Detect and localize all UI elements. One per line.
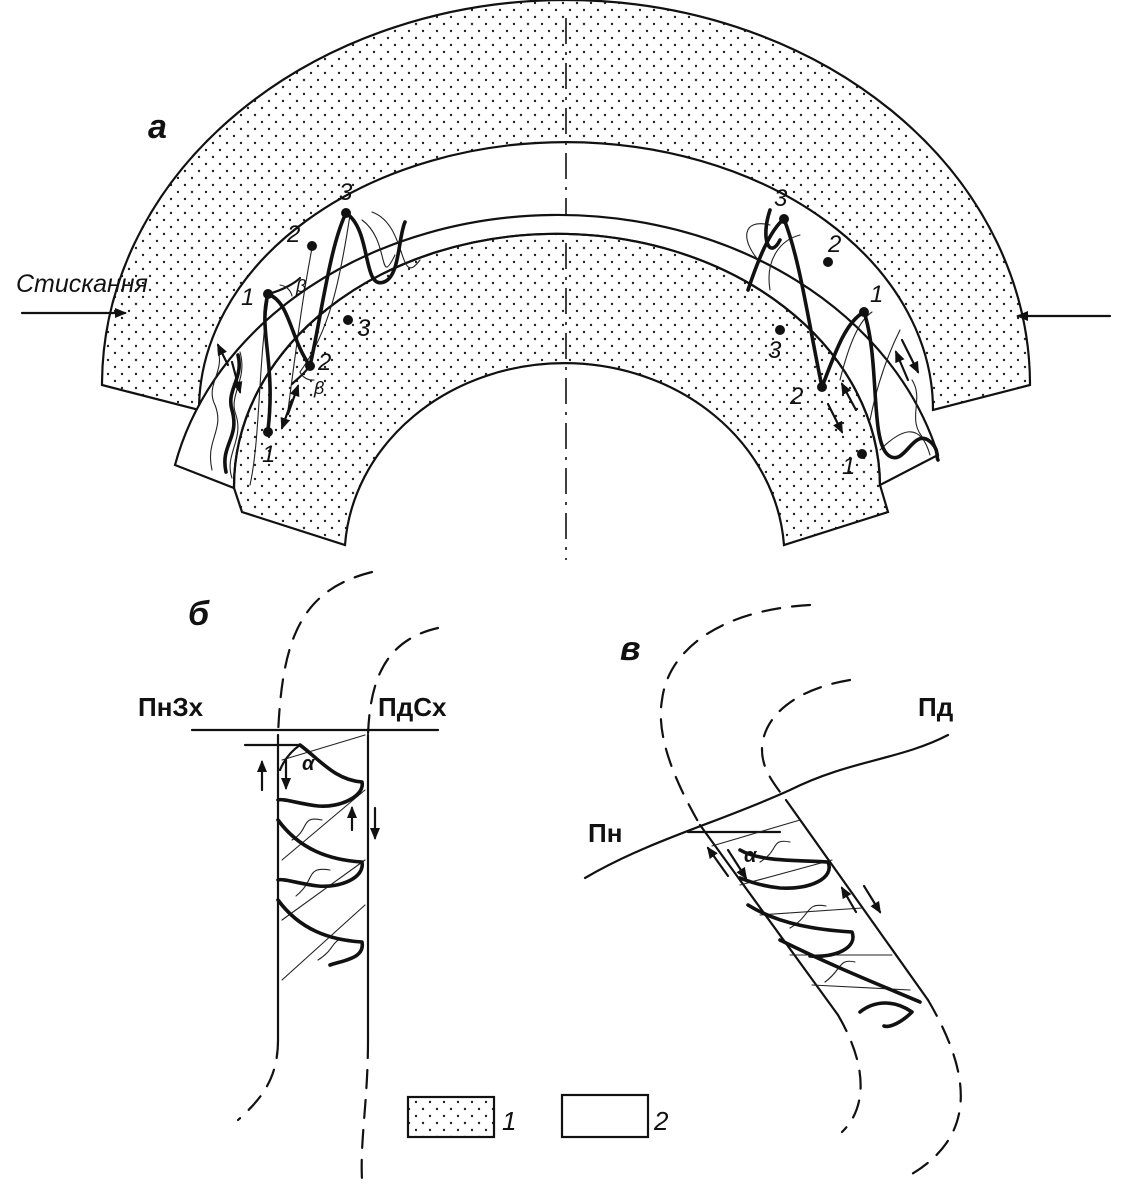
panel-v-fold-zone	[711, 819, 922, 1029]
panel-v-label: в	[620, 630, 641, 668]
panel-v-angle: α	[744, 845, 758, 867]
point-markers	[263, 208, 869, 459]
left-angle-lower: β	[313, 378, 324, 398]
panel-v-upper-dashed-outer	[659, 603, 812, 827]
panel-v-left-side: Пн	[588, 818, 622, 848]
left-lower-point-3: 3	[357, 315, 371, 342]
panel-v: в Пн Пд α	[583, 603, 962, 1180]
panel-b-right-side: ПдСх	[378, 692, 447, 722]
left-upper-point-2: 2	[286, 221, 300, 248]
angle-arc-lower	[299, 371, 315, 381]
panel-b-left-side: ПнЗх	[138, 692, 204, 722]
legend-number-1: 1	[502, 1106, 516, 1136]
inner-dotted-layer	[232, 232, 890, 547]
panel-v-boundary-line	[583, 733, 950, 880]
right-fold-zone	[746, 208, 940, 462]
right-upper-point-2: 2	[827, 231, 841, 258]
panel-a-label: а	[148, 108, 167, 146]
right-lower-point-1: 1	[842, 453, 855, 480]
legend: 1 2	[406, 1093, 669, 1139]
left-angle-upper: β	[295, 276, 306, 296]
panel-v-right-side: Пд	[918, 692, 954, 722]
right-lower-point-3: 3	[768, 337, 782, 364]
panel-b-fold-zone	[276, 734, 366, 981]
left-lower-point-1: 1	[262, 441, 275, 468]
legend-number-2: 2	[653, 1106, 669, 1136]
compression-label: Стискання	[16, 270, 148, 298]
panel-a: а Стискання 1 2 3 1 2 3 β β 1 2 3 1 2 3	[16, 0, 1112, 560]
panel-b-label: б	[188, 595, 210, 633]
slip-arrows	[216, 338, 920, 434]
legend-swatch-dotted	[406, 1095, 496, 1139]
panel-v-right-wall	[784, 798, 930, 1002]
panel-b-upper-dashed-right	[366, 626, 440, 737]
left-lower-point-2: 2	[317, 349, 331, 376]
right-upper-point-1: 1	[870, 281, 883, 308]
outer-dotted-layer	[100, 0, 1032, 412]
panel-b-angle: α	[302, 753, 316, 775]
legend-swatch-blank	[560, 1093, 650, 1139]
right-upper-point-3: 3	[774, 185, 788, 212]
angle-arc-upper	[279, 284, 293, 297]
left-upper-point-3: 3	[339, 179, 353, 206]
left-upper-point-1: 1	[241, 284, 254, 311]
panel-b: б ПнЗх ПдСх α	[138, 570, 447, 1182]
panel-b-upper-dashed-left	[276, 570, 374, 737]
panel-v-upper-dashed-inner	[760, 678, 852, 802]
panel-v-left-wall	[698, 823, 840, 1017]
right-lower-point-2: 2	[789, 383, 803, 410]
